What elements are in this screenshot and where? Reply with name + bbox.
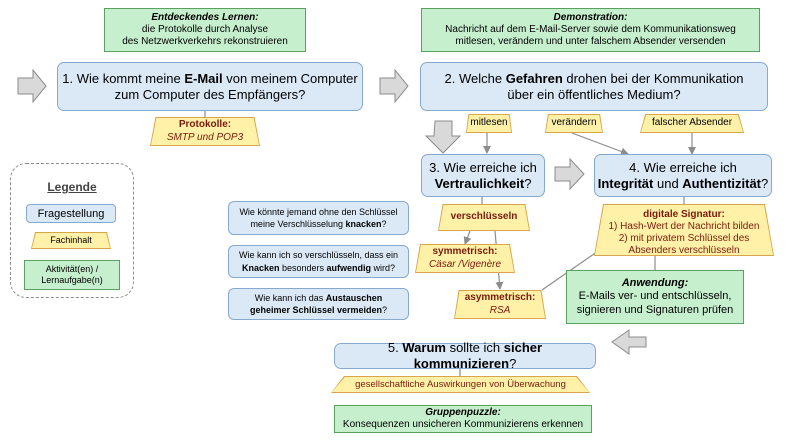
- question-3: 3. Wie erreiche ich Vertraulichkeit?: [421, 154, 545, 197]
- block-arrow-into-q1: [17, 68, 47, 104]
- question-1: 1. Wie kommt meine E-Mail von meinem Com…: [57, 62, 363, 111]
- legend-question-swatch: Fragestellung: [26, 204, 116, 223]
- question-5: 5. Warum sollte ich sicher kommunizieren…: [334, 340, 596, 371]
- legend-activity-swatch: Aktivität(en) / Lernaufgabe(n): [24, 260, 120, 290]
- threat-tag-mitlesen: mitlesen: [466, 114, 512, 133]
- legend-content-swatch: Fachinhalt: [31, 232, 111, 249]
- block-arrow-q2-to-q3: [424, 120, 462, 154]
- arrow-veraendern-to-q4: [571, 132, 629, 156]
- subquestion-key-exchange: Wie kann ich das Austauschen geheimer Sc…: [228, 288, 409, 320]
- question-2: 2. Welche Gefahren drohen bei der Kommun…: [420, 62, 768, 111]
- legend-title: Legende: [47, 180, 97, 194]
- activity-group-puzzle: Gruppenpuzzle: Konsequenzen unsicheren K…: [334, 405, 592, 433]
- activity-application: Anwendung: E-Mails ver- und entschlüssel…: [566, 270, 744, 324]
- content-protocols: Protokolle: SMTP und POP3: [150, 117, 260, 146]
- subquestion-hard-to-crack: Wie kann ich so verschlüsseln, dass ein …: [228, 245, 409, 278]
- threat-tag-veraendern: verändern: [545, 114, 603, 133]
- block-arrow-q1-to-q2: [379, 68, 409, 104]
- arrow-encrypt-to-symmetric: [463, 230, 472, 245]
- activity-title: Demonstration:: [553, 12, 628, 23]
- activity-demonstration: Demonstration: Nachricht auf dem E-Mail-…: [421, 8, 760, 52]
- question-4: 4. Wie erreiche ich Integrität und Authe…: [594, 154, 772, 197]
- arrow-asymmetric-to-signature: [541, 246, 605, 291]
- activity-line: mitlesen, verändern und unter falschem A…: [455, 36, 726, 47]
- content-asymmetric: asymmetrisch: RSA: [454, 290, 546, 319]
- threat-tag-falscher-absender: falscher Absender: [640, 114, 744, 133]
- content-symmetric: symmetrisch: Cäsar /Vigenère: [415, 244, 515, 273]
- content-surveillance: gesellschaftliche Auswirkungen von Überw…: [331, 376, 590, 393]
- activity-line: Nachricht auf dem E-Mail-Server sowie de…: [445, 24, 736, 35]
- content-encryption: verschlüsseln: [438, 204, 530, 231]
- block-arrow-q3-to-q4: [554, 157, 585, 191]
- activity-line: des Netzwerkverkehrs rekonstruieren: [122, 36, 288, 47]
- activity-line: die Protokolle durch Analyse: [141, 24, 269, 35]
- legend: Legende Fragestellung Fachinhalt Aktivit…: [10, 163, 134, 298]
- activity-discovery-learning: Entdeckendes Lernen: die Protokolle durc…: [104, 8, 306, 52]
- content-digital-signature: digitale Signatur: 1) Hash-Wert der Nach…: [594, 204, 774, 256]
- activity-title: Entdeckendes Lernen:: [151, 12, 259, 23]
- subquestion-crack: Wie könnte jemand ohne den Schlüssel mei…: [228, 201, 409, 235]
- block-arrow-to-q5: [611, 329, 647, 355]
